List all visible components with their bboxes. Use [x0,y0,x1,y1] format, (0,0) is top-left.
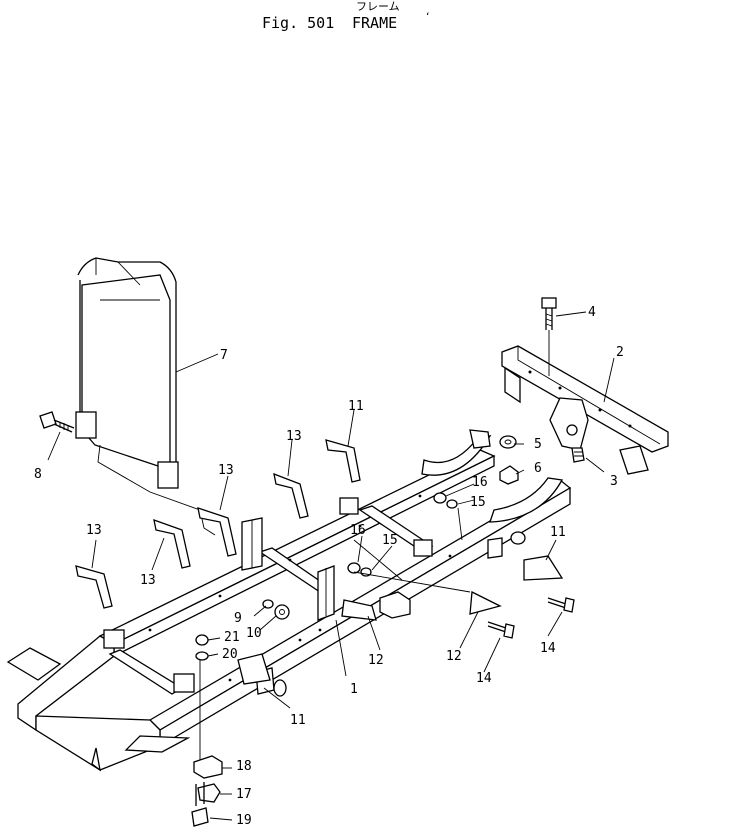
bracket-item-13 [75,472,309,609]
callout-13-lower: 13 [140,573,156,588]
callout-13-far-left: 13 [86,523,102,538]
figure-number: Fig. 501 [262,14,334,32]
header-tick-mark: ʻ [426,10,430,23]
callout-20: 20 [222,647,238,662]
washer-item-5 [499,435,517,449]
bracket-item-11 [237,439,564,685]
callout-17: 17 [236,787,252,802]
callout-8: 8 [34,467,42,482]
rear-cross-member [501,345,669,475]
callout-3: 3 [610,474,618,489]
leader-lines [47,311,615,821]
callout-11-right: 11 [550,525,566,540]
guard-panel [75,257,216,536]
callout-21: 21 [224,630,240,645]
callout-2: 2 [616,345,624,360]
callout-labels: 1 2 3 4 5 6 7 8 9 10 11 11 11 12 12 13 1… [34,305,624,828]
callout-10: 10 [246,626,262,641]
small-hardware [195,492,458,661]
bolt-item-14 [487,597,575,639]
callout-15-right: 15 [470,495,486,510]
callout-18: 18 [236,759,252,774]
callout-11-bottom: 11 [290,713,306,728]
callout-4: 4 [588,305,596,320]
callout-14-right: 14 [540,641,556,656]
callout-1: 1 [350,682,358,697]
callout-16-mid: 16 [350,523,366,538]
bolt-item-4 [541,297,557,330]
bolt-item-19 [191,782,209,827]
callout-12-right: 12 [446,649,462,664]
callout-5: 5 [534,437,542,452]
callout-9: 9 [234,611,242,626]
callout-13-top: 13 [286,429,302,444]
callout-7: 7 [220,348,228,363]
nut-item-3 [571,447,585,463]
callout-15-mid: 15 [382,533,398,548]
japanese-subtitle: フレーム [356,0,400,13]
assembly-guide-lines [199,330,550,760]
bracket-item-12 [341,590,502,621]
callout-13-mid: 13 [218,463,234,478]
figure-title: FRAME [352,14,397,32]
callout-6: 6 [534,461,542,476]
pad-item-18 [193,755,223,779]
callout-11-top: 11 [348,399,364,414]
nut-item-6 [499,465,519,485]
bolt-item-8 [39,411,75,433]
shim-item-17 [197,783,221,803]
callout-16-right: 16 [472,475,488,490]
diagram-header: フレーム Fig. 501 FRAME ʻ [262,0,430,32]
callout-19: 19 [236,813,252,828]
callout-14-left: 14 [476,671,492,686]
callout-12-left: 12 [368,653,384,668]
